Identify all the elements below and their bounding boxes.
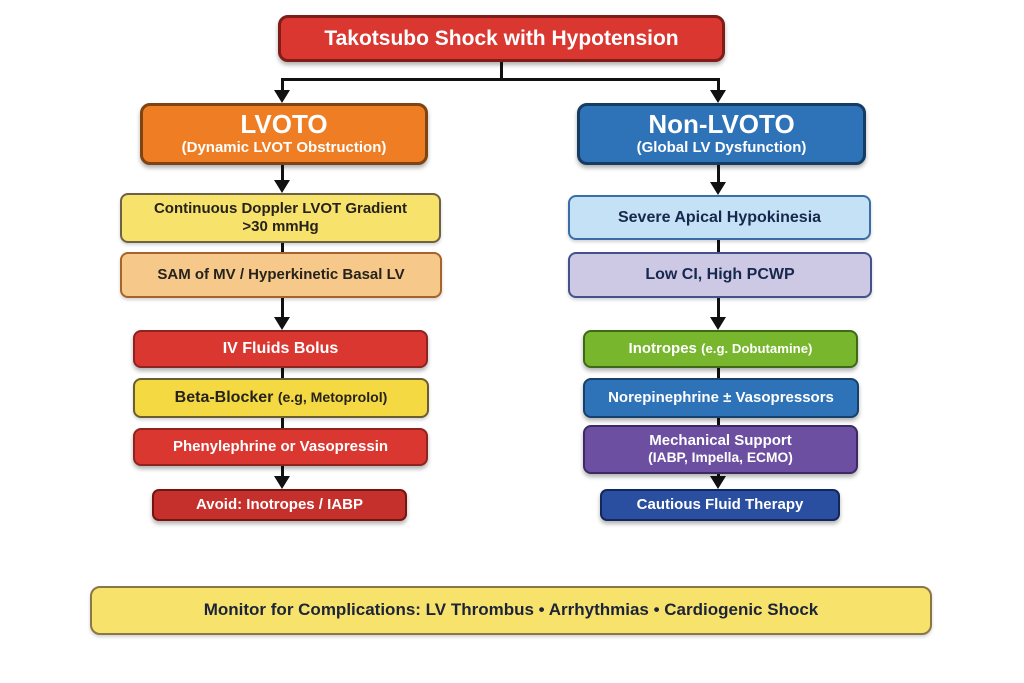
node-beta-blocker-paren: (e.g, Metoprolol) (277, 389, 388, 406)
connector-beta-to-phenyl (281, 418, 284, 428)
node-cautious-fluid: Cautious Fluid Therapy (600, 489, 840, 521)
non-lvoto-header-box: Non-LVOTO (Global LV Dysfunction) (577, 103, 866, 165)
footer-monitor-label: Monitor for Complications: LV Thrombus •… (203, 600, 819, 620)
non-lvoto-header-title: Non-LVOTO (648, 109, 795, 140)
connector-lowci-to-inotropes (717, 298, 720, 319)
node-takotsubo-shock: Takotsubo Shock with Hypotension (278, 15, 725, 62)
arrowhead-into-lvoto (274, 90, 290, 103)
arrowhead-phenyl-to-avoid (274, 476, 290, 489)
node-norepinephrine: Norepinephrine ± Vasopressors (583, 378, 859, 418)
lvoto-header-box: LVOTO (Dynamic LVOT Obstruction) (140, 103, 428, 165)
arrowhead-lvoto-to-doppler (274, 180, 290, 193)
node-doppler-gradient: Continuous Doppler LVOT Gradient >30 mmH… (120, 193, 441, 243)
node-doppler-gradient-line2: >30 mmHg (242, 218, 319, 235)
node-inotropes-main: Inotropes (628, 339, 697, 357)
node-mechanical-support-line1: Mechanical Support (649, 431, 792, 449)
non-lvoto-header-subtitle: (Global LV Dysfunction) (636, 138, 807, 156)
connector-split-horizontal (281, 78, 720, 81)
node-avoid-inotropes-label: Avoid: Inotropes / IABP (196, 495, 363, 513)
connector-sam-to-ivfluids (281, 298, 284, 319)
node-avoid-inotropes: Avoid: Inotropes / IABP (152, 489, 407, 521)
node-cautious-fluid-label: Cautious Fluid Therapy (636, 495, 804, 513)
connector-nonlvoto-to-apical (717, 165, 720, 184)
node-apical-hypokinesia: Severe Apical Hypokinesia (568, 195, 871, 240)
node-doppler-gradient-line1: Continuous Doppler LVOT Gradient (153, 199, 408, 217)
footer-monitor-box: Monitor for Complications: LV Thrombus •… (90, 586, 932, 635)
connector-split-left-stub (281, 78, 284, 91)
arrowhead-mech-to-cautious (710, 476, 726, 489)
node-low-ci-label: Low CI, High PCWP (645, 266, 795, 284)
node-low-ci: Low CI, High PCWP (568, 252, 872, 298)
connector-inotropes-to-norepi (717, 368, 720, 378)
connector-lvoto-to-doppler (281, 165, 284, 182)
lvoto-header-title: LVOTO (240, 109, 328, 140)
node-phenylephrine: Phenylephrine or Vasopressin (133, 428, 428, 466)
node-beta-blocker-label: Beta-Blocker (e.g, Metoprolol) (175, 388, 388, 408)
connector-norepi-to-mech (717, 418, 720, 425)
node-sam-mv-label: SAM of MV / Hyperkinetic Basal LV (157, 265, 405, 283)
node-phenylephrine-label: Phenylephrine or Vasopressin (172, 437, 389, 455)
arrowhead-into-non-lvoto (710, 90, 726, 103)
connector-apical-to-lowci (717, 240, 720, 252)
connector-split-right-stub (717, 78, 720, 91)
node-iv-fluids-label: IV Fluids Bolus (222, 340, 339, 358)
node-inotropes-label: Inotropes (e.g. Dobutamine) (629, 340, 813, 358)
node-takotsubo-shock-label: Takotsubo Shock with Hypotension (324, 26, 679, 50)
node-apical-hypokinesia-label: Severe Apical Hypokinesia (617, 208, 822, 226)
arrowhead-lowci-to-inotropes (710, 317, 726, 330)
connector-root-stub (500, 62, 503, 80)
node-iv-fluids: IV Fluids Bolus (133, 330, 428, 368)
node-inotropes-paren: (e.g. Dobutamine) (701, 340, 813, 356)
node-beta-blocker: Beta-Blocker (e.g, Metoprolol) (133, 378, 429, 418)
arrowhead-nonlvoto-to-apical (710, 182, 726, 195)
node-sam-mv: SAM of MV / Hyperkinetic Basal LV (120, 252, 442, 298)
node-norepinephrine-label: Norepinephrine ± Vasopressors (608, 388, 834, 406)
connector-phenyl-to-avoid (281, 466, 284, 478)
lvoto-header-subtitle: (Dynamic LVOT Obstruction) (181, 138, 387, 156)
node-inotropes: Inotropes (e.g. Dobutamine) (583, 330, 858, 368)
connector-doppler-to-sam (281, 243, 284, 252)
node-mechanical-support: Mechanical Support (IABP, Impella, ECMO) (583, 425, 858, 474)
arrowhead-sam-to-ivfluids (274, 317, 290, 330)
connector-ivfluids-to-beta (281, 368, 284, 378)
node-mechanical-support-line2: (IABP, Impella, ECMO) (648, 450, 793, 466)
node-beta-blocker-main: Beta-Blocker (174, 389, 274, 407)
